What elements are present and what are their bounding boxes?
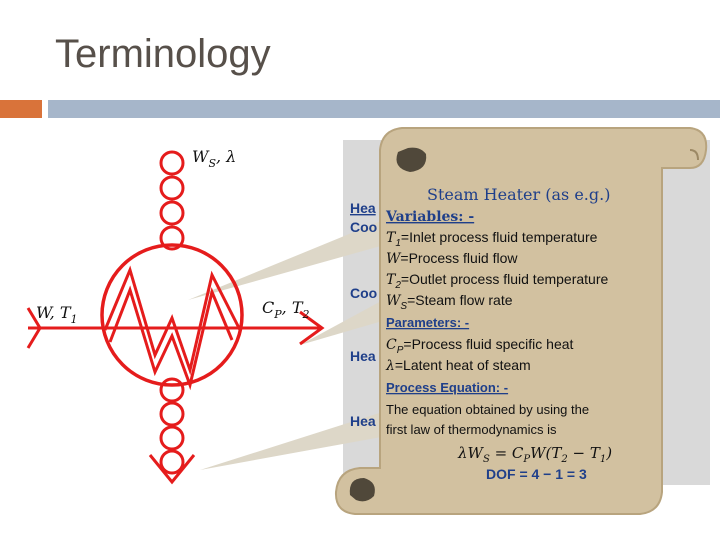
parameters-heading: Parameters: - — [386, 315, 469, 330]
dof-result: DOF = 4 − 1 = 3 — [486, 466, 587, 482]
steam-label: WS, λ — [192, 147, 236, 170]
scroll-title: Steam Heater (as e.g.) — [427, 185, 610, 204]
parchment-scroll — [334, 127, 708, 515]
inlet-marker — [26, 307, 42, 349]
callout-wedge-bottom — [200, 400, 420, 470]
variable-item: W=Process fluid flow — [386, 250, 518, 267]
process-equation: λWS = CPW(T2 − T1) — [457, 444, 612, 465]
slide-title: Terminology — [55, 32, 271, 76]
bg-row-1: Hea — [350, 200, 376, 216]
parameter-item: λ=Latent heat of steam — [385, 357, 531, 374]
bg-row-3: Coo — [350, 285, 377, 301]
bg-row-2: Coo — [350, 219, 377, 235]
steam-coil-bottom — [159, 377, 185, 475]
heating-coil-zigzag-inner — [108, 285, 234, 391]
bg-row-5: Hea — [350, 413, 376, 429]
heater-vessel — [100, 243, 244, 387]
equation-description-line2: first law of thermodynamics is — [386, 422, 557, 437]
header-accent-bar — [0, 100, 42, 118]
outlet-label: CP, T2 — [262, 298, 310, 321]
equation-heading: Process Equation: - — [386, 380, 508, 395]
outlet-arrow — [299, 310, 325, 346]
variable-item: T2=Outlet process fluid temperature — [386, 271, 609, 291]
bg-row-4: Hea — [350, 348, 376, 364]
variables-heading: Variables: - — [385, 209, 474, 225]
variable-item: T1=Inlet process fluid temperature — [386, 229, 598, 249]
inlet-label: W, T1 — [36, 303, 78, 326]
equation-description-line1: The equation obtained by using the — [386, 402, 589, 417]
header-bar — [48, 100, 720, 118]
heating-coil-zigzag — [103, 265, 242, 376]
callout-wedge-top — [188, 205, 420, 300]
steam-outlet-arrow — [148, 454, 196, 485]
steam-coil-top — [159, 150, 185, 251]
variable-item: WS=Steam flow rate — [386, 292, 513, 312]
parameter-item: CP=Process fluid specific heat — [386, 336, 574, 356]
